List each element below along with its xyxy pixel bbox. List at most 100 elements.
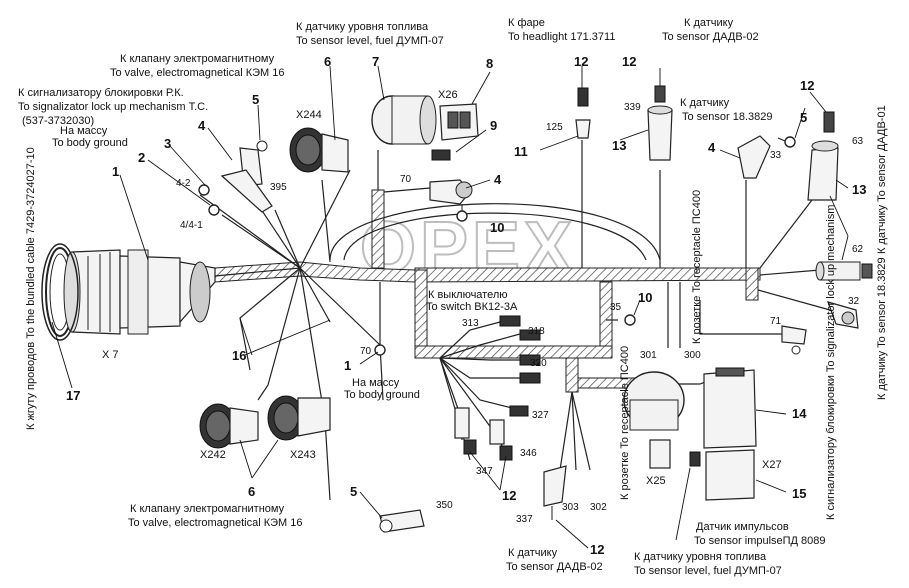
sensor-62 <box>815 261 873 281</box>
callout-16: 16 <box>232 348 246 363</box>
label-headlight-ru: К фаре <box>508 17 545 29</box>
wire-303: 303 <box>562 502 579 513</box>
label-x244: X244 <box>296 109 322 121</box>
callout-4-left: 4 <box>198 118 206 133</box>
callout-12-d: 12 <box>502 488 516 503</box>
wire-395: 395 <box>270 182 287 193</box>
connector-x243 <box>267 395 331 441</box>
label-ground-mid-ru: На массу <box>352 377 400 389</box>
callout-9: 9 <box>490 118 497 133</box>
label-x242: X242 <box>200 449 226 461</box>
label-sensor-dadv-top-en: To sensor ДАДВ-02 <box>662 31 759 43</box>
label-valve-bottom-ru: К клапану электромагнитному <box>130 503 285 515</box>
label-switch-ru: К выключателю <box>428 289 508 301</box>
sensor-13-top <box>647 85 673 161</box>
label-signalizator-right: К сигнализатору блокировки To signalizat… <box>825 205 837 520</box>
sensor-13-right <box>807 111 839 201</box>
connector-x242 <box>199 403 259 449</box>
label-impulse-ru: Датчик импульсов <box>696 521 789 533</box>
callout-15: 15 <box>792 486 806 501</box>
wire-337: 337 <box>516 514 533 525</box>
plug-15 <box>705 449 755 501</box>
label-x27: X27 <box>762 459 782 471</box>
label-sensor-dadv01: К датчику To sensor ДАДВ-01 <box>876 105 888 254</box>
callout-11: 11 <box>514 144 528 159</box>
sensor-4-mid <box>429 179 473 205</box>
label-signalizator-ru: К сигнализатору блокировки Р.К. <box>18 87 184 99</box>
wire-346: 346 <box>520 448 537 459</box>
label-receptacle-mid: К розетке To receptacle ПС400 <box>619 346 631 500</box>
label-switch-en: To switch ВК12-3А <box>426 301 518 313</box>
label-sensor-18-top-en: To sensor 18.3829 <box>682 111 773 123</box>
plug-71 <box>781 325 807 355</box>
wire-71: 71 <box>770 316 782 327</box>
callout-2: 2 <box>138 150 145 165</box>
label-sensor-18-top-ru: К датчику <box>680 97 730 109</box>
leader-lines <box>51 65 849 549</box>
callout-4-mid: 4 <box>494 172 502 187</box>
wire-339: 339 <box>624 102 641 113</box>
connector-x7 <box>45 247 216 337</box>
sensor-395 <box>220 169 273 213</box>
wire-4-4-1: 4/4-1 <box>180 220 203 231</box>
plug-9 <box>431 149 451 161</box>
label-sensor-fuel-top-en: To sensor level, fuel ДУМП-07 <box>296 35 444 47</box>
callout-8: 8 <box>486 56 493 71</box>
wire-35: 35 <box>610 302 622 313</box>
callout-6-top: 6 <box>324 54 331 69</box>
label-valve-top-ru: К клапану электромагнитному <box>120 53 275 65</box>
callout-12-b: 12 <box>622 54 636 69</box>
wire-302: 302 <box>590 502 607 513</box>
label-sensor-dadv-top-ru: К датчику <box>684 17 734 29</box>
label-receptacle-right: К розетке To receptacle ПС400 <box>691 190 703 344</box>
callout-5-right: 5 <box>800 110 807 125</box>
label-sensor-fuel-bottom-en: To sensor level, fuel ДУМП-07 <box>634 565 782 577</box>
connector-x244 <box>289 127 349 173</box>
wire-62: 62 <box>852 244 864 255</box>
label-valve-top-en: To valve, electromagnetical КЭМ 16 <box>110 67 285 79</box>
label-sensor-dadv-bottom-ru: К датчику <box>508 547 558 559</box>
callout-12-a: 12 <box>574 54 588 69</box>
callout-3: 3 <box>164 136 171 151</box>
label-ground-top-en: To body ground <box>52 137 128 149</box>
wire-4-2: 4-2 <box>176 178 191 189</box>
sensor-337 <box>543 465 567 520</box>
callout-4-right: 4 <box>708 140 716 155</box>
callout-13-a: 13 <box>612 138 626 153</box>
harness-trunk <box>214 189 761 393</box>
wire-300: 300 <box>684 350 701 361</box>
callout-numbers: 1 2 3 4 5 6 7 8 9 4 10 11 12 12 13 4 5 1… <box>66 54 866 557</box>
label-ground-top-ru: На массу <box>60 125 108 137</box>
switch-plugs <box>454 315 541 461</box>
connector-x26 <box>439 103 479 141</box>
label-signalizator-en: To signalizator lock up mechanism Т.С. <box>18 101 208 113</box>
sensor-4-right <box>737 135 771 179</box>
ring-lugs-4 <box>198 184 220 216</box>
callout-1-left: 1 <box>112 164 119 179</box>
callout-17: 17 <box>66 388 80 403</box>
callout-12-e: 12 <box>590 542 604 557</box>
wire-63: 63 <box>852 136 864 147</box>
sensor-32 <box>827 301 859 329</box>
connector-labels: X 7 X26 X244 X242 X243 X25 X27 <box>102 89 782 487</box>
label-sensor-fuel-top-ru: К датчику уровня топлива <box>296 21 429 33</box>
label-bundled-cable: К жгуту проводов To the bundled cable 74… <box>25 147 37 430</box>
fuel-sensor-7 <box>371 95 437 145</box>
wire-32: 32 <box>848 296 860 307</box>
wire-320: 320 <box>530 358 547 369</box>
label-ground-mid-en: To body ground <box>344 389 420 401</box>
label-x7: X 7 <box>102 349 119 361</box>
ground-lug-10-mid <box>624 314 636 326</box>
callout-12-c: 12 <box>800 78 814 93</box>
impulse-sensor-14 <box>703 367 757 449</box>
wire-125: 125 <box>546 122 563 133</box>
label-sensor-18-right: К датчику To sensor 18.3829 <box>876 257 888 400</box>
ring-lug-33 <box>777 136 796 148</box>
label-signalizator-code: (537-3732030) <box>22 115 94 127</box>
callout-10-top: 10 <box>490 220 504 235</box>
label-x243: X243 <box>290 449 316 461</box>
headlight-plug <box>575 87 591 139</box>
callout-5-bottom: 5 <box>350 484 357 499</box>
wire-70-top: 70 <box>400 174 412 185</box>
